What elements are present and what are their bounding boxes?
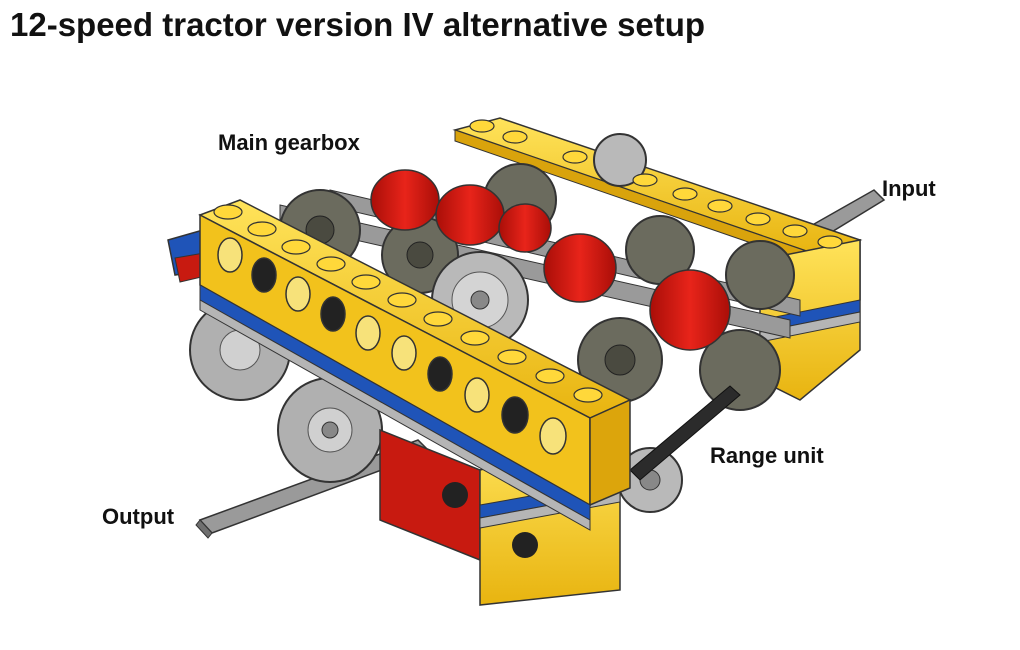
diagram-title: 12-speed tractor version IV alternative … [10,6,706,43]
label-main-gearbox: Main gearbox [218,130,360,155]
label-range-unit: Range unit [710,443,824,468]
range-unit-axle [629,385,741,481]
label-input: Input [882,176,936,201]
back-beam-studs [469,119,843,249]
red-clutches [370,169,731,351]
label-output: Output [102,504,175,529]
front-beam-studs [213,204,603,403]
front-beam-holes [217,237,567,455]
